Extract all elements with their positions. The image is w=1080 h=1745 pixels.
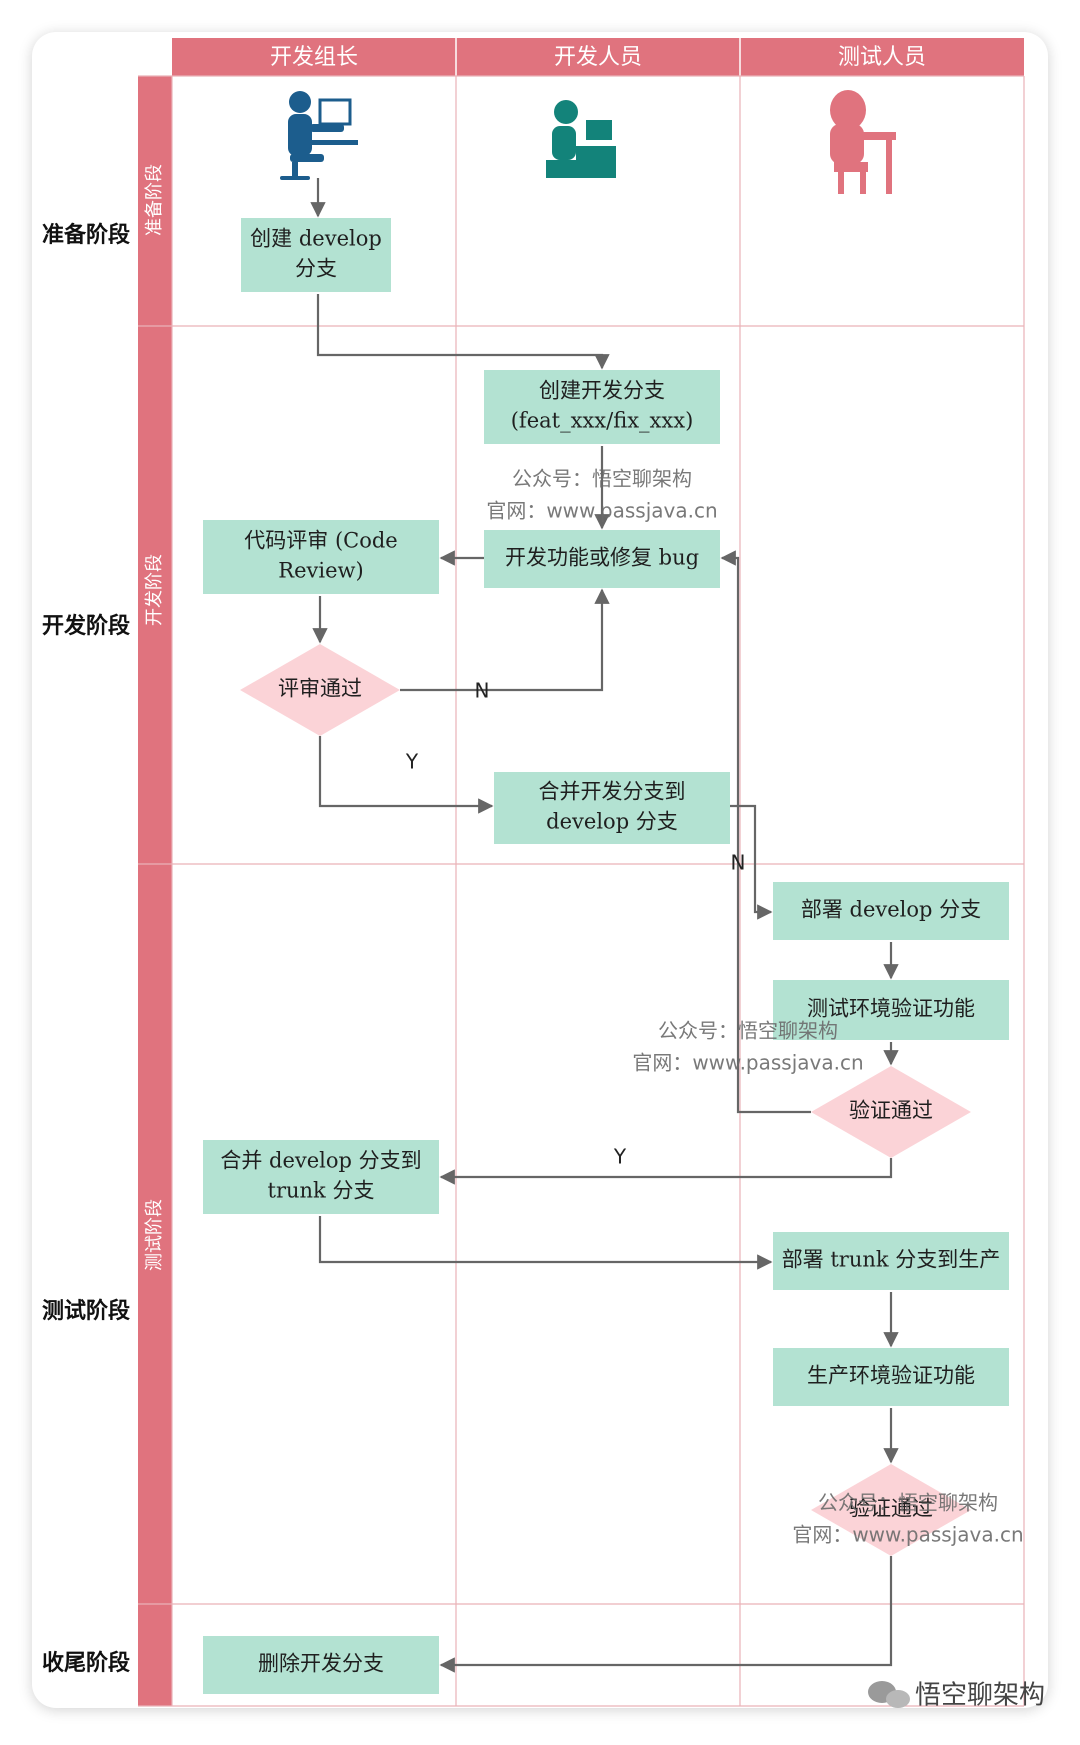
lane-title: 开发组长 <box>270 45 358 70</box>
lead-head <box>289 91 311 113</box>
edge-label-review-no: N <box>475 679 490 703</box>
watermark-line1: 公众号：悟空聊架构 <box>818 1491 998 1515</box>
node-label-merge_develop: 合并开发分支到 <box>539 780 686 804</box>
node-label-review_passed: 评审通过 <box>278 677 362 701</box>
node-label-create_feature: (feat_xxx/fix_xxx) <box>511 409 694 433</box>
dev-desk <box>576 146 616 178</box>
watermark-line2: 官网：www.passjava.cn <box>792 1523 1023 1547</box>
node-label-create_develop: 创建 develop <box>250 227 382 251</box>
node-create_feature <box>484 370 720 444</box>
developer-desk-icon <box>546 100 616 178</box>
lead-chair-base <box>280 176 310 180</box>
dev-monitor <box>586 120 612 140</box>
edge-prod-passed-to-delete <box>439 1556 893 1673</box>
lane-title: 测试人员 <box>838 45 926 70</box>
node-deploy_develop <box>773 882 1009 940</box>
node-label-create_feature: 创建开发分支 <box>539 379 665 403</box>
edge-verify-no <box>720 550 811 1114</box>
node-prod_verify <box>773 1348 1009 1406</box>
lead-chair-post <box>292 162 298 178</box>
tester-head <box>830 90 866 130</box>
watermark-line2: 官网：www.passjava.cn <box>632 1051 863 1075</box>
decision-prod_passed <box>811 1464 971 1556</box>
dev-head <box>554 100 578 124</box>
edge-label-verify-no: N <box>731 851 746 875</box>
phase-vertical-label-prep: 准备阶段 <box>144 164 165 236</box>
wechat-bubble-b <box>886 1690 910 1708</box>
phase-label-test: 测试阶段 <box>42 1298 130 1324</box>
node-label-deploy_develop: 部署 develop 分支 <box>801 898 981 922</box>
edge-verify-yes <box>439 1158 893 1185</box>
lead-desk <box>312 140 358 145</box>
dev-chair <box>546 160 578 178</box>
watermark-line2: 官网：www.passjava.cn <box>486 499 717 523</box>
node-label-delete_branch: 删除开发分支 <box>258 1652 384 1676</box>
edge-label-review-yes: Y <box>405 750 419 774</box>
node-merge_develop <box>494 772 730 844</box>
dev-body <box>552 126 576 160</box>
brand-name: 悟空聊架构 <box>915 1681 1045 1711</box>
tester-body <box>830 124 864 164</box>
edge-label-verify-yes: Y <box>613 1145 627 1169</box>
lead-arm <box>310 124 344 132</box>
phase-side-bar <box>138 76 172 1706</box>
watermark-line1: 公众号：悟空聊架构 <box>658 1019 838 1043</box>
phase-label-end: 收尾阶段 <box>42 1650 130 1676</box>
node-label-prod_passed: 验证通过 <box>849 1497 933 1521</box>
node-label-merge_develop: develop 分支 <box>546 810 678 834</box>
phase-label-dev: 开发阶段 <box>42 613 130 639</box>
node-label-code_review: 代码评审 (Code <box>244 529 397 553</box>
edge-review-yes <box>318 736 494 814</box>
node-delete_branch <box>203 1636 439 1694</box>
lead-body <box>288 114 312 156</box>
tester-desk-leg <box>886 138 892 194</box>
wechat-icon <box>868 1681 910 1708</box>
phase-vertical-label-test: 测试阶段 <box>144 1199 165 1271</box>
node-label-merge_trunk: trunk 分支 <box>268 1179 375 1203</box>
tester-desk-icon <box>830 90 896 194</box>
tester-chair-leg-a <box>838 172 844 194</box>
phase-vertical-label-dev: 开发阶段 <box>144 554 165 626</box>
decision-review_passed <box>240 644 400 736</box>
phase-label-prep: 准备阶段 <box>42 222 130 248</box>
node-label-deploy_trunk: 部署 trunk 分支到生产 <box>782 1248 1001 1272</box>
team-lead-computer-icon <box>280 91 358 180</box>
edge-create-develop-to-create-feature <box>316 294 610 370</box>
node-deploy_trunk <box>773 1232 1009 1290</box>
node-develop_feature <box>484 530 720 588</box>
tester-chair-leg-b <box>860 172 866 194</box>
node-label-prod_verify: 生产环境验证功能 <box>807 1364 975 1388</box>
node-label-merge_trunk: 合并 develop 分支到 <box>220 1149 421 1173</box>
edge-merge-trunk-to-deploy-trunk <box>318 1216 773 1270</box>
lane-header-bar <box>172 38 1024 76</box>
node-label-test_verify: 测试环境验证功能 <box>807 997 975 1021</box>
tester-seat <box>834 162 868 172</box>
edge-review-no <box>400 588 610 692</box>
node-label-develop_feature: 开发功能或修复 bug <box>505 546 699 570</box>
node-create_develop <box>241 218 391 292</box>
node-label-code_review: Review) <box>278 559 363 583</box>
lane-title: 开发人员 <box>554 45 642 70</box>
lead-monitor <box>318 98 352 126</box>
node-label-create_develop: 分支 <box>295 257 337 281</box>
decision-verify_passed <box>811 1066 971 1158</box>
node-label-verify_passed: 验证通过 <box>849 1099 933 1123</box>
watermark-line1: 公众号：悟空聊架构 <box>512 467 692 491</box>
tester-desk <box>862 132 896 140</box>
lead-legs <box>290 154 324 162</box>
node-merge_trunk <box>203 1140 439 1214</box>
node-code_review <box>203 520 439 594</box>
node-test_verify <box>773 980 1009 1040</box>
diagram-card <box>32 32 1048 1708</box>
edge-merge-develop-to-deploy <box>730 804 773 920</box>
